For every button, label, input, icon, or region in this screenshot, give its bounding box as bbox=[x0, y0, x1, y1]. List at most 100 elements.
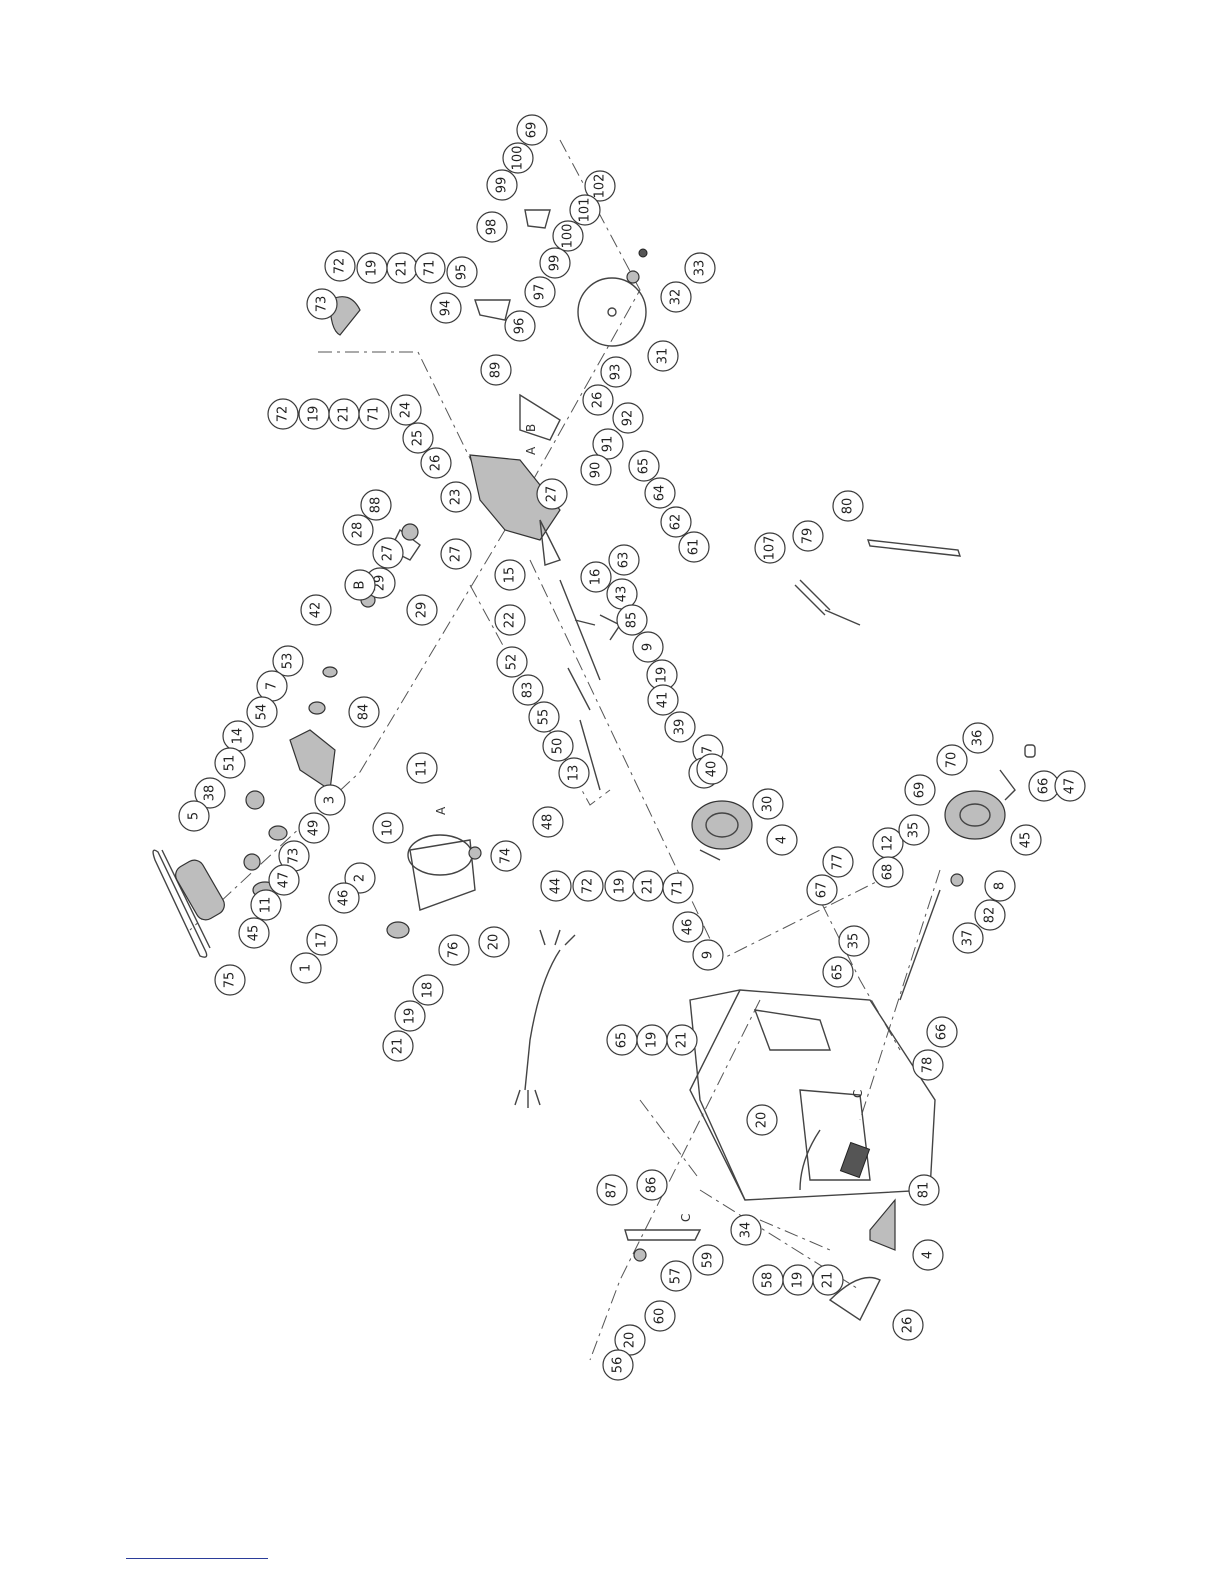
callout-label: 11 bbox=[259, 897, 274, 914]
callout-circle bbox=[822, 846, 854, 878]
callout-circle bbox=[214, 964, 246, 996]
callout-73: 73 bbox=[278, 840, 310, 872]
callout-label: 41 bbox=[656, 692, 671, 709]
callout-16: 16 bbox=[580, 561, 612, 593]
callout-circle bbox=[872, 856, 904, 888]
callout-circle bbox=[267, 398, 299, 430]
callout-circle bbox=[496, 646, 528, 678]
callout-circle bbox=[608, 544, 640, 576]
callout-label: 50 bbox=[551, 738, 566, 755]
callout-circle bbox=[580, 454, 612, 486]
callout-65: 65 bbox=[606, 1024, 638, 1056]
callout-70: 70 bbox=[936, 744, 968, 776]
callout-19: 19 bbox=[394, 1000, 426, 1032]
callout-33: 33 bbox=[684, 252, 716, 284]
callout-label: 87 bbox=[605, 1182, 620, 1199]
callout-11: 11 bbox=[406, 752, 438, 784]
callout-label: 27 bbox=[545, 486, 560, 503]
callout-label: 89 bbox=[489, 362, 504, 379]
callout-label: 7 bbox=[265, 682, 280, 690]
callout-63: 63 bbox=[608, 544, 640, 576]
callout-66: 66 bbox=[926, 1016, 958, 1048]
callout-label: 29 bbox=[373, 575, 388, 592]
callout-label: 29 bbox=[415, 602, 430, 619]
callout-label: 19 bbox=[791, 1272, 806, 1289]
callout-26: 26 bbox=[582, 384, 614, 416]
callout-87: 87 bbox=[596, 1174, 628, 1206]
callout-circle bbox=[952, 922, 984, 954]
callout-102: 102 bbox=[584, 170, 616, 202]
callout-label: 66 bbox=[935, 1024, 950, 1041]
callout-circle bbox=[754, 532, 786, 564]
callout-circle bbox=[344, 569, 376, 601]
callout-label: 4 bbox=[921, 1251, 936, 1259]
callout-61: 61 bbox=[678, 531, 710, 563]
callout-label: 73 bbox=[315, 296, 330, 313]
callout-22: 22 bbox=[494, 604, 526, 636]
callout-label: 9 bbox=[641, 643, 656, 651]
callout-100: 100 bbox=[552, 220, 584, 252]
callout-label: 62 bbox=[669, 514, 684, 531]
callout-circle bbox=[908, 1174, 940, 1206]
callout-circle bbox=[438, 934, 470, 966]
callout-label: 84 bbox=[357, 704, 372, 721]
callout-32: 32 bbox=[660, 281, 692, 313]
callout-circle bbox=[372, 537, 404, 569]
callout-label: 72 bbox=[276, 406, 291, 423]
callout-85: 85 bbox=[616, 604, 648, 636]
callout-14: 14 bbox=[222, 720, 254, 752]
callout-circle bbox=[414, 252, 446, 284]
callout-27: 27 bbox=[372, 537, 404, 569]
callout-label: 80 bbox=[841, 498, 856, 515]
callout-label: 40 bbox=[705, 761, 720, 778]
callout-circle bbox=[660, 1260, 692, 1292]
callout-circle bbox=[512, 674, 544, 706]
callout-label: 21 bbox=[337, 406, 352, 423]
callout-circle bbox=[684, 252, 716, 284]
callout-circle bbox=[494, 559, 526, 591]
callout-label: 37 bbox=[961, 930, 976, 947]
callout-57: 57 bbox=[660, 1260, 692, 1292]
callout-label: 93 bbox=[609, 364, 624, 381]
callout-circle bbox=[792, 520, 824, 552]
callout-19: 19 bbox=[356, 252, 388, 284]
callout-89: 89 bbox=[480, 354, 512, 386]
callout-label: 81 bbox=[917, 1182, 932, 1199]
callout-label: 91 bbox=[601, 436, 616, 453]
callout-label: 55 bbox=[537, 709, 552, 726]
callout-label: 19 bbox=[645, 1032, 660, 1049]
callout-label: 90 bbox=[589, 462, 604, 479]
callout-label: 71 bbox=[671, 880, 686, 897]
callout-label: 1 bbox=[299, 964, 314, 972]
callout-circle bbox=[666, 1024, 698, 1056]
callout-38: 38 bbox=[194, 777, 226, 809]
callout-84: 84 bbox=[348, 696, 380, 728]
callout-62: 62 bbox=[660, 506, 692, 538]
callout-46: 46 bbox=[328, 882, 360, 914]
callout-circle bbox=[647, 684, 679, 716]
callout-label: 19 bbox=[613, 878, 628, 895]
callout-97: 97 bbox=[524, 276, 556, 308]
callout-circle bbox=[324, 250, 356, 282]
callout-circle bbox=[486, 169, 518, 201]
ref-letter-c: C bbox=[679, 1214, 693, 1222]
callout-circle bbox=[912, 1239, 944, 1271]
callout-circle bbox=[584, 170, 616, 202]
callout-17: 17 bbox=[306, 924, 338, 956]
callout-circle bbox=[272, 645, 304, 677]
callout-circle bbox=[306, 288, 338, 320]
callout-circle bbox=[238, 917, 270, 949]
callout-37: 37 bbox=[952, 922, 984, 954]
callout-circle bbox=[1010, 824, 1042, 856]
ref-letter-b: B bbox=[524, 424, 538, 432]
arbor-and-trunnion bbox=[289, 523, 622, 792]
callout-label: 71 bbox=[423, 260, 438, 277]
callout-65: 65 bbox=[822, 956, 854, 988]
callout-circle bbox=[440, 481, 472, 513]
callout-label: 42 bbox=[309, 602, 324, 619]
callout-107: 107 bbox=[754, 532, 786, 564]
callout-circle bbox=[502, 142, 534, 174]
callout-label: 82 bbox=[983, 907, 998, 924]
callout-circle bbox=[766, 824, 798, 856]
callout-circle bbox=[290, 952, 322, 984]
